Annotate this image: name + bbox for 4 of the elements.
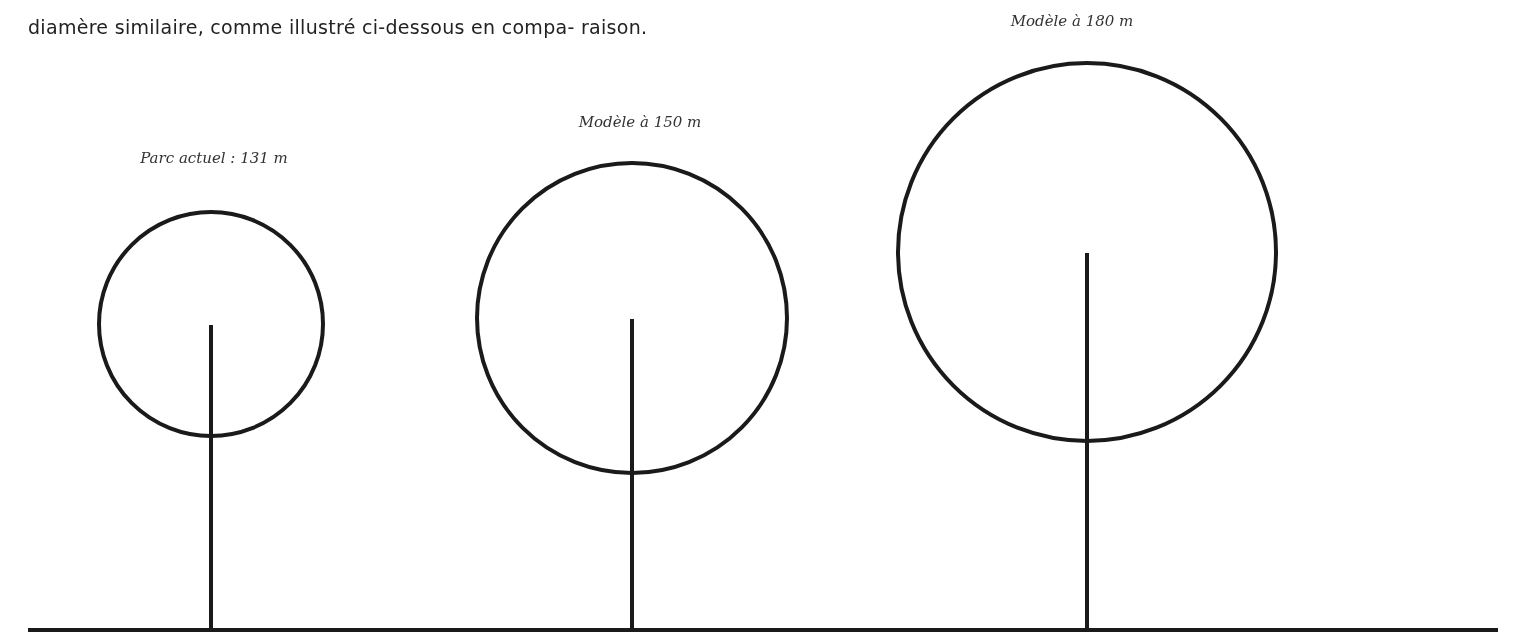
turbine-caption: Parc actuel : 131 m bbox=[140, 149, 288, 167]
turbine-caption: Modèle à 180 m bbox=[1010, 12, 1134, 30]
turbine-caption: Modèle à 150 m bbox=[578, 113, 702, 131]
paragraph: diamère similaire, comme illustré ci-dessous en compa- raison. bbox=[28, 15, 649, 40]
